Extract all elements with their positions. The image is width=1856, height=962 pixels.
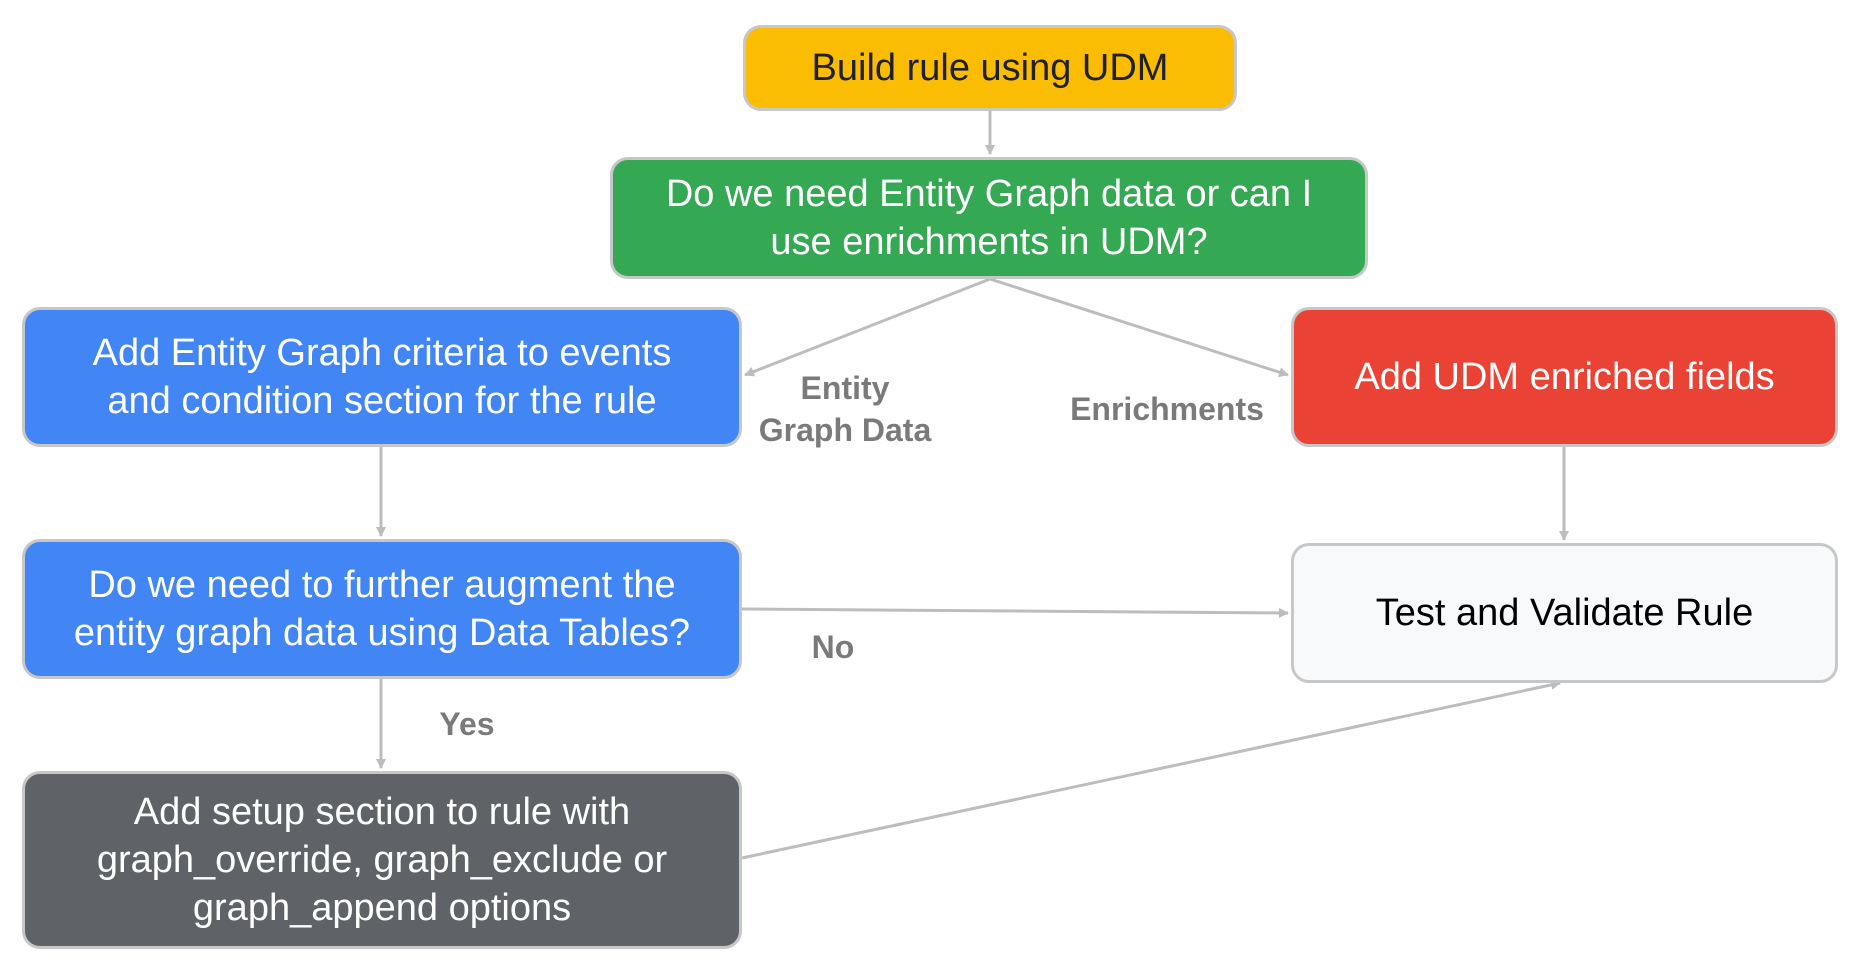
- node-add-setup-section: Add setup section to rule with graph_ove…: [22, 771, 742, 949]
- node-entity-line-2: and condition section for the rule: [107, 380, 657, 422]
- node-test-validate-rule: Test and Validate Rule: [1291, 543, 1838, 683]
- edge-label-enrichments: Enrichments: [1070, 391, 1264, 427]
- node-build-rule-text: Build rule using UDM: [811, 47, 1169, 89]
- arrow-augment-to-test: [741, 607, 1289, 618]
- node-augment-line-2: entity graph data using Data Tables?: [73, 612, 691, 654]
- node-entity-graph-question: Do we need Entity Graph data or can I us…: [610, 157, 1368, 279]
- node-test-text: Test and Validate Rule: [1375, 592, 1754, 634]
- node-build-rule: Build rule using UDM: [743, 25, 1237, 111]
- node-setup-line-1: Add setup section to rule with: [133, 791, 631, 833]
- edge-label-entity-line-1: Entity: [800, 370, 890, 406]
- arrow-question-to-entity: [744, 277, 991, 377]
- node-add-udm-enriched-fields: Add UDM enriched fields: [1291, 307, 1838, 447]
- node-add-entity-graph-criteria: Add Entity Graph criteria to events and …: [22, 307, 742, 447]
- arrow-setup-to-test: [741, 679, 1561, 860]
- node-question-line-2: use enrichments in UDM?: [770, 221, 1208, 263]
- node-augment-line-1: Do we need to further augment the: [88, 564, 676, 606]
- node-entity-line-1: Add Entity Graph criteria to events: [92, 332, 672, 374]
- node-question-line-1: Do we need Entity Graph data or can I: [665, 173, 1313, 215]
- node-setup-line-3: graph_append options: [192, 887, 572, 929]
- node-setup-line-2: graph_override, graph_exclude or: [96, 839, 668, 881]
- edge-label-entity-graph-data: Entity Graph Data: [755, 367, 935, 451]
- node-udm-text: Add UDM enriched fields: [1354, 356, 1775, 398]
- arrow-question-to-udm: [989, 277, 1289, 377]
- edge-label-no: No: [811, 629, 855, 665]
- node-augment-question: Do we need to further augment the entity…: [22, 539, 742, 679]
- edge-label-entity-line-2: Graph Data: [758, 412, 932, 448]
- edge-label-yes: Yes: [439, 706, 495, 742]
